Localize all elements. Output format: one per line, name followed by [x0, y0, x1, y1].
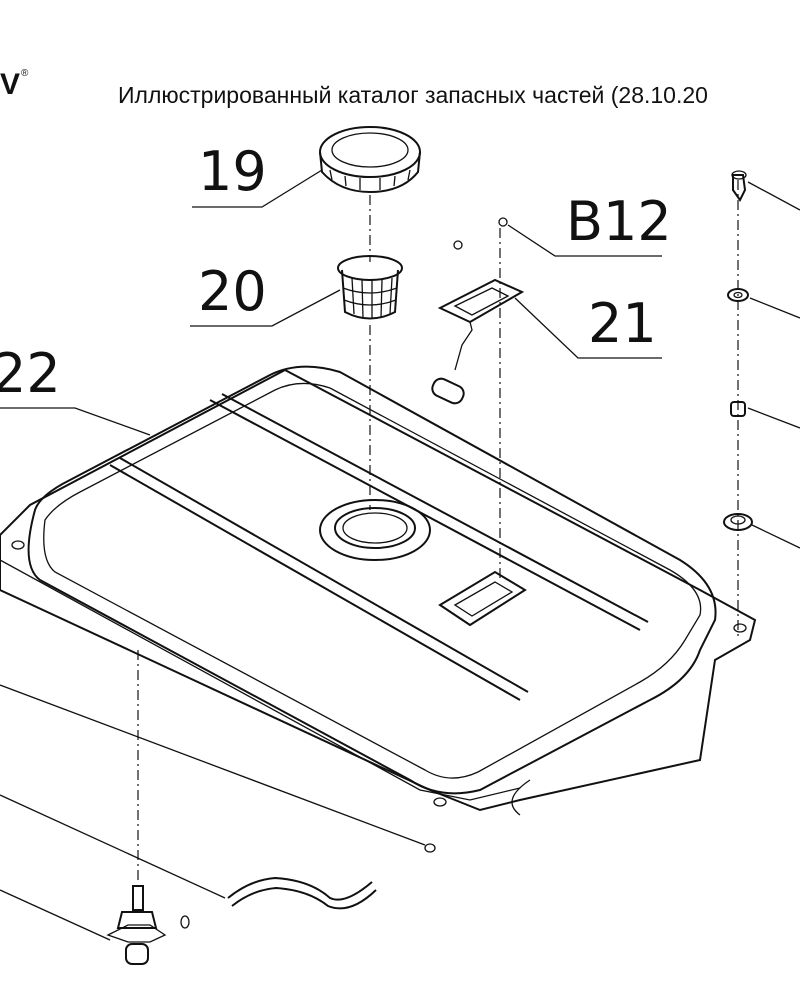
screw-icon: [453, 240, 463, 250]
drain-valve: [106, 885, 190, 965]
screw-b12-icon: [498, 217, 508, 227]
leader-22: [0, 407, 151, 436]
leader-21: [514, 297, 662, 359]
callout-20: 20: [198, 260, 267, 323]
filler-cap: [319, 126, 421, 194]
leader-hose: [0, 794, 226, 899]
leader-valve: [0, 889, 111, 941]
leader-b12: [507, 224, 662, 257]
fastener-stack: [723, 170, 800, 640]
catalog-title: Иллюстрированный каталог запасных частей…: [118, 82, 708, 108]
callout-b12: B12: [566, 190, 672, 253]
fuel-gauge: [431, 278, 525, 405]
logo-letter: V: [0, 68, 20, 101]
leader-drain-screw: [0, 684, 426, 846]
leader-19: [192, 169, 323, 208]
callout-19: 19: [198, 140, 267, 203]
fuel-strainer: [337, 255, 403, 320]
fuel-tank: [0, 365, 757, 816]
drain-screw-icon: [424, 843, 436, 853]
leader-20: [190, 289, 341, 327]
fuel-hose: [227, 876, 377, 910]
callout-21: 21: [588, 292, 657, 355]
brand-logo: V®: [0, 68, 28, 102]
registered-mark: ®: [21, 68, 28, 79]
callout-22: 22: [0, 342, 61, 405]
